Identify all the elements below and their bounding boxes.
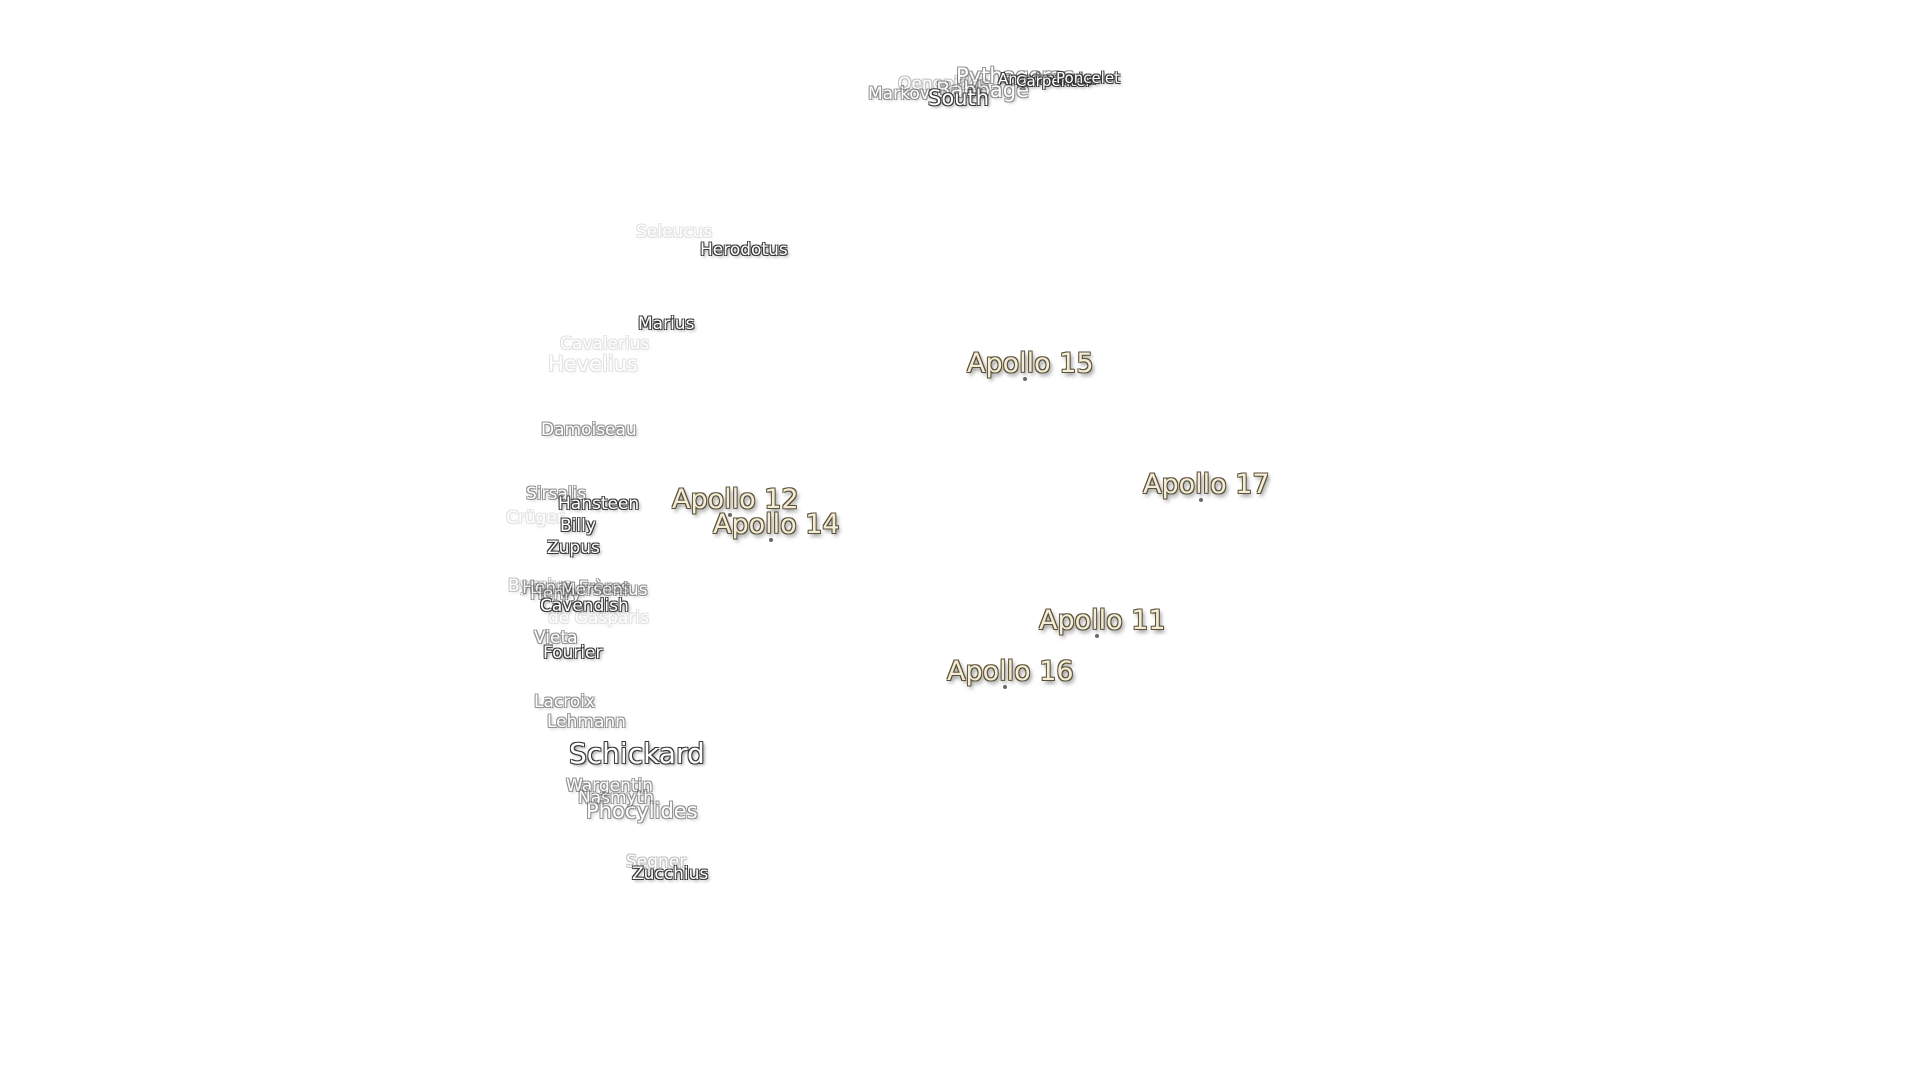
apollo-16-marker[interactable] — [1003, 685, 1007, 689]
crater-label-cavendish: Cavendish — [540, 596, 629, 616]
crater-label-babbage: Babbage — [936, 78, 1030, 102]
crater-label-anaximander: Anaximander — [998, 70, 1099, 88]
crater-label-marius: Marius — [638, 314, 695, 334]
apollo-17-marker[interactable] — [1199, 498, 1203, 502]
crater-label-hansteen: Hansteen — [558, 494, 640, 514]
crater-label-byrgius: Byrgius — [508, 576, 572, 596]
crater-label-seleucus: Seleucus — [636, 222, 713, 242]
crater-label-billy: Billy — [560, 516, 596, 536]
crater-label-mersenius: Mersenius — [561, 580, 648, 600]
crater-label-damoiseau: Damoiseau — [541, 420, 637, 440]
crater-label-nasmyth: Nasmyth — [578, 788, 655, 808]
crater-label-oenopides: Oenopides — [898, 74, 989, 94]
crater-label-segner: Segner — [626, 852, 687, 872]
apollo-11-marker[interactable] — [1095, 634, 1099, 638]
apollo-12-marker[interactable] — [728, 513, 732, 517]
crater-label-fourier: Fourier — [543, 643, 603, 663]
crater-label-zupus: Zupus — [547, 538, 600, 558]
crater-label-phocylides: Phocylides — [586, 799, 698, 823]
crater-label-zucchius: Zucchius — [632, 864, 709, 884]
crater-label-herodotus: Herodotus — [700, 240, 788, 260]
crater-label-lehmann: Lehmann — [547, 712, 626, 732]
crater-label-crueger: Crüger — [506, 508, 564, 528]
crater-label-henry-freres: Henry Frères — [522, 578, 631, 598]
crater-label-hevelius: Hevelius — [548, 352, 638, 376]
crater-label-sirsalis: Sirsalis — [526, 484, 587, 504]
crater-label-henry: Henry — [530, 584, 582, 604]
crater-label-carpenter: Carpenter — [1016, 72, 1092, 90]
crater-label-vieta: Vieta — [534, 628, 578, 648]
crater-label-schickard: Schickard — [569, 737, 705, 770]
apollo-16-label[interactable]: Apollo 16 — [947, 656, 1074, 687]
crater-label-de-gasparis: de Gasparis — [548, 608, 649, 628]
crater-label-wargentin: Wargentin — [566, 776, 654, 796]
apollo-12-label[interactable]: Apollo 12 — [672, 484, 799, 515]
apollo-11-label[interactable]: Apollo 11 — [1039, 605, 1166, 636]
crater-label-lacroix: Lacroix — [534, 692, 596, 712]
apollo-15-label[interactable]: Apollo 15 — [967, 348, 1094, 379]
crater-label-pythagoras: Pythagoras — [956, 64, 1075, 88]
apollo-17-label[interactable]: Apollo 17 — [1143, 469, 1270, 500]
crater-label-markov: Markov — [868, 84, 930, 104]
crater-label-poncelet: Poncelet — [1056, 69, 1120, 87]
apollo-14-label[interactable]: Apollo 14 — [713, 509, 840, 540]
apollo-14-marker[interactable] — [769, 538, 773, 542]
crater-label-south: South — [928, 86, 990, 110]
apollo-15-marker[interactable] — [1023, 377, 1027, 381]
crater-label-cavalerius: Cavalerius — [560, 334, 650, 354]
